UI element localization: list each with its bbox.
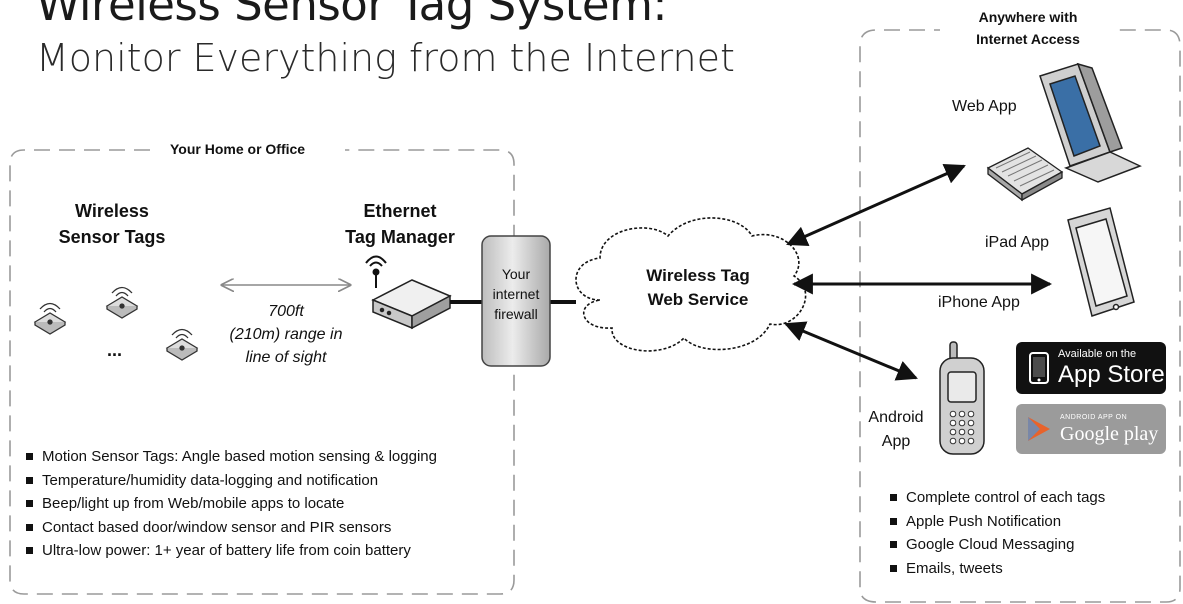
list-item: Motion Sensor Tags: Angle based motion s… [26,445,437,469]
tablet-icon [1067,207,1135,317]
home-box-border [9,149,515,595]
app-store-text: Available on the App Store [1058,349,1165,387]
tag-manager-label-line1: Ethernet [363,201,437,221]
google-play-big-text: Google play [1060,423,1159,445]
list-item: Apple Push Notification [890,510,1105,534]
android-app-label: Android App [866,406,926,454]
app-store-big-text: App Store [1058,361,1165,388]
list-item: Ultra-low power: 1+ year of battery life… [26,539,437,563]
keyboard-icon [986,147,1064,202]
apple-logo-icon [1029,352,1049,384]
remote-features-list: Complete control of each tags Apple Push… [890,486,1105,580]
list-item: Google Cloud Messaging [890,533,1105,557]
remote-box-label: Anywhere with Internet Access [940,6,1116,50]
firewall-label-line3: firewall [494,306,538,322]
sensor-tags-ellipsis: ... [107,340,123,360]
google-play-text: ANDROID APP ON Google play [1060,414,1158,444]
range-label-line2: (210m) range in [229,326,343,343]
firewall-label-line2: internet [492,286,540,302]
range-label: 700ft (210m) range in line of sight [206,300,366,369]
google-play-icon [1028,417,1050,441]
page-subtitle: Monitor Everything from the Internet [36,36,735,80]
app-store-small-text: Available on the [1058,348,1137,360]
list-item: Beep/light up from Web/mobile apps to lo… [26,492,437,516]
phone-icon [939,341,985,455]
range-label-line3: line of sight [245,349,327,366]
sensor-tag-icon [105,286,139,319]
cloud-label-line1: Wireless Tag [646,266,750,285]
tag-manager-label-line2: Tag Manager [345,227,455,247]
sensor-tags-label: Wireless Sensor Tags [48,198,176,250]
wifi-icon [365,255,387,288]
sensor-tags-label-line2: Sensor Tags [58,227,166,247]
android-app-label-line1: Android [868,409,924,426]
remote-box-border [859,29,1181,603]
home-features-list: Motion Sensor Tags: Angle based motion s… [26,445,437,563]
web-app-label: Web App [952,98,1017,115]
home-box-label: Your Home or Office [164,141,312,157]
cloud-label: Wireless Tag Web Service [612,264,784,312]
cloud-android-arrow [784,321,918,381]
android-app-label-line2: App [881,433,911,450]
sensor-tag-icon [33,302,67,335]
google-play-small-text: ANDROID APP ON [1060,414,1128,421]
google-play-badge[interactable]: ANDROID APP ON Google play [1016,404,1166,454]
sensor-tag-icon [165,328,199,361]
list-item: Temperature/humidity data-logging and no… [26,469,437,493]
sensor-tags-label-line1: Wireless [75,201,149,221]
firewall-label-line1: Your [501,266,531,282]
app-store-badge[interactable]: Available on the App Store [1016,342,1166,394]
iphone-app-label: iPhone App [938,294,1020,311]
list-item: Contact based door/window sensor and PIR… [26,516,437,540]
remote-box-label-line2: Internet Access [976,31,1080,47]
ipad-app-label: iPad App [985,234,1050,251]
list-item: Emails, tweets [890,557,1105,581]
range-label-line1: 700ft [268,303,304,320]
firewall-shape [481,235,551,367]
list-item: Complete control of each tags [890,486,1105,510]
tag-manager-label: Ethernet Tag Manager [330,198,470,250]
cloud-label-line2: Web Service [647,290,749,309]
cloud-webapp-arrow [786,164,966,246]
page-title: Wireless Sensor Tag System: [36,0,668,31]
firewall-label: Your internet firewall [482,264,550,324]
remote-box-label-line1: Anywhere with [978,9,1078,25]
desktop-monitor-icon [1039,62,1142,183]
router-icon [371,279,452,330]
